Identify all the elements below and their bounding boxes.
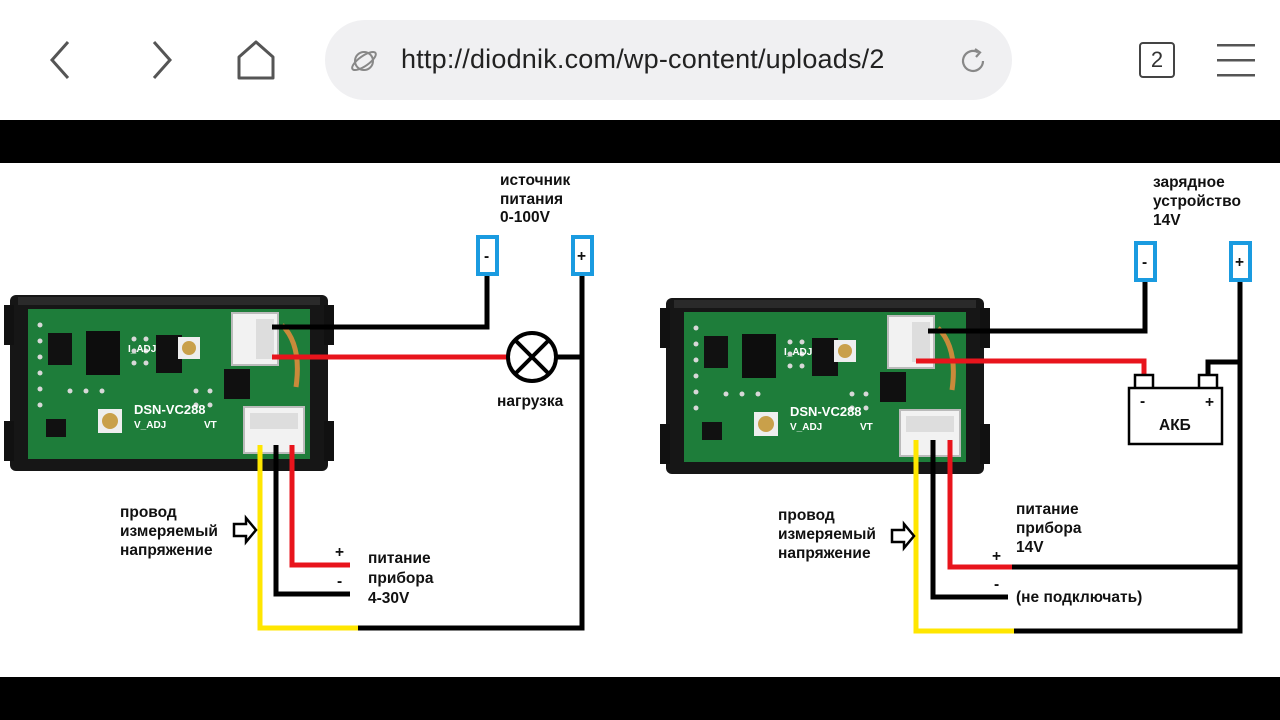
back-button[interactable] [31,30,91,90]
left-source-label-3: 0-100V [500,209,551,226]
reload-icon[interactable] [959,47,987,75]
left-board-vt: VT [204,420,217,431]
right-terminal-plus: + [1235,254,1244,271]
battery-label: АКБ [1159,417,1191,434]
right-board-v-adj: V_ADJ [790,422,822,433]
right-battery-red-wire [916,358,1147,376]
right-terminal-minus: - [1142,254,1147,271]
left-plus-black-wire [358,276,585,631]
right-meter-board [660,298,990,474]
home-button[interactable] [226,30,286,90]
battery-minus: - [1140,393,1145,410]
left-supply-label-1: питание [368,550,431,567]
right-battery-plus-wire [1205,359,1240,376]
right-board-vt: VT [860,422,873,433]
left-supply-minus-wire [273,445,350,597]
left-meter-board [4,295,334,471]
right-plus-black-wire [1014,282,1243,634]
left-measure-yellow-wire [257,445,358,631]
site-icon [351,50,377,72]
right-charger-plus-terminal [1229,241,1252,282]
right-supply-minus: - [994,576,999,593]
left-diagram: I_ADJ DSN-VC288 V_ADJ VT источник питани… [4,172,594,631]
left-terminal-plus: + [577,248,586,265]
right-charger-label-1: зарядное [1153,174,1225,191]
left-board-i-adj: I_ADJ [128,344,156,355]
right-arrow-icon [890,520,916,552]
left-wire-label-2: измеряемый [120,523,218,540]
right-board-i-adj: I_ADJ [784,347,812,358]
left-supply-label-2: прибора [368,570,434,587]
wiring-diagram-image[interactable]: I_ADJ DSN-VC288 V_ADJ VT источник питани… [0,163,1280,677]
forward-icon [152,41,173,79]
left-supply-label-3: 4-30V [368,590,410,607]
right-board-model: DSN-VC288 [790,404,862,419]
forward-button[interactable] [131,30,191,90]
left-arrow-icon [232,514,258,546]
image-viewer-top-bar [0,120,1280,163]
left-source-minus-terminal [476,235,499,276]
left-board-v-adj: V_ADJ [134,420,166,431]
left-source-label-2: питания [500,191,563,208]
left-supply-plus-wire [289,445,350,568]
url-text[interactable]: http://diodnik.com/wp-content/uploads/2 [401,44,885,74]
right-charger-label-3: 14V [1153,212,1181,229]
right-supply-label-2: прибора [1016,520,1082,537]
battery-icon [1127,386,1224,446]
right-wire-label-1: провод [778,507,835,524]
left-supply-minus: - [337,573,342,590]
right-measure-yellow-wire [913,440,1014,634]
left-supply-plus: + [335,544,344,561]
menu-icon[interactable] [1215,40,1257,80]
right-wire-label-2: измеряемый [778,526,876,543]
right-not-connected-label: (не подключать) [1016,589,1142,606]
battery-plus: + [1205,394,1214,411]
tab-count: 2 [1150,47,1164,72]
home-icon [237,40,275,80]
left-board-model: DSN-VC288 [134,402,206,417]
address-bar[interactable]: http://diodnik.com/wp-content/uploads/2 [325,20,1012,100]
left-wire-label-1: провод [120,504,177,521]
left-load-label: нагрузка [497,393,564,410]
left-wire-label-3: напряжение [120,542,213,559]
tabs-button[interactable]: 2 [1139,42,1175,78]
left-source-plus-terminal [571,235,594,276]
right-charger-minus-terminal [1134,241,1157,282]
right-supply-label-1: питание [1016,501,1079,518]
browser-toolbar: http://diodnik.com/wp-content/uploads/2 … [0,0,1280,120]
image-viewer-bottom-bar [0,677,1280,720]
right-diagram: I_ADJ DSN-VC288 V_ADJ VT зарядное устрой… [660,174,1252,634]
right-wire-label-3: напряжение [778,545,871,562]
left-source-minus-wire [272,276,490,330]
left-terminal-minus: - [484,248,489,265]
left-source-label-1: источник [500,172,571,189]
right-supply-minus-wire [930,440,1008,600]
right-supply-label-3: 14V [1016,539,1044,556]
right-charger-minus-wire [928,282,1148,334]
right-charger-label-2: устройство [1153,193,1241,210]
back-icon [49,41,70,79]
right-supply-plus: + [992,548,1001,565]
